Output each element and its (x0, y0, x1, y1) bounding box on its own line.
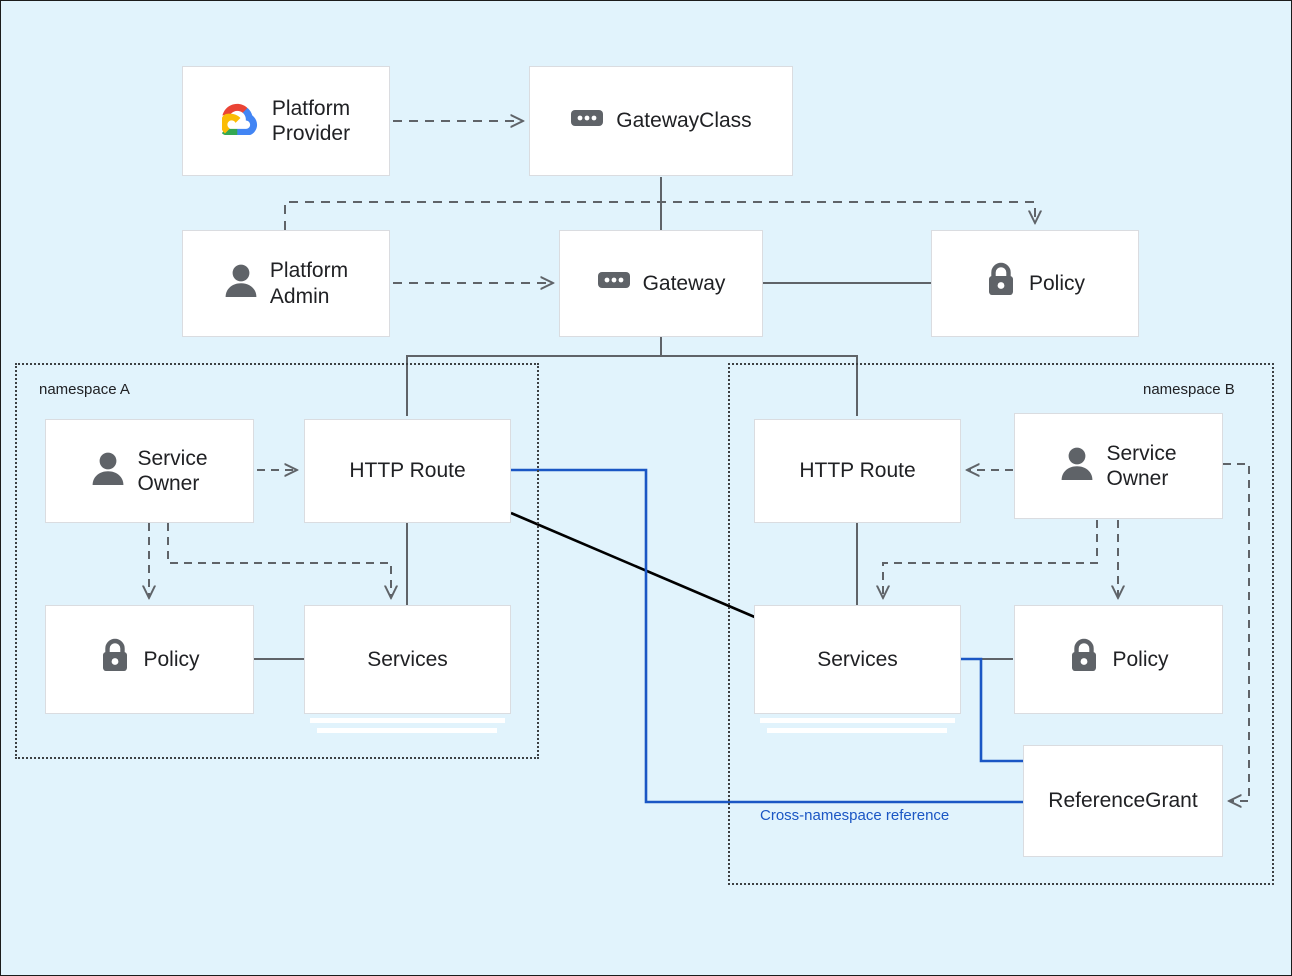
person-icon (224, 262, 258, 304)
node-label: Services (367, 647, 448, 671)
node-policy-top[interactable]: Policy (931, 230, 1139, 337)
person-icon (1060, 445, 1094, 487)
node-services-a[interactable]: Services (304, 605, 511, 714)
node-gateway-class[interactable]: GatewayClass (529, 66, 793, 176)
node-platform-provider[interactable]: Platform Provider (182, 66, 390, 176)
node-gateway[interactable]: Gateway (559, 230, 763, 337)
node-label: Policy (1028, 271, 1086, 295)
node-label: GatewayClass (616, 109, 752, 133)
node-label: Policy (143, 647, 200, 671)
services-a-stack-layer-1 (310, 718, 505, 723)
lock-icon (99, 637, 131, 681)
gateway-chip-icon (570, 106, 604, 136)
node-label: Gateway (642, 271, 726, 295)
node-policy-a[interactable]: Policy (45, 605, 254, 714)
wire-admin-to-policy-top (284, 201, 1035, 230)
node-label: Services (817, 647, 898, 671)
cross-namespace-reference-label: Cross-namespace reference (760, 807, 950, 824)
node-label: HTTP Route (349, 459, 466, 483)
node-service-owner-a[interactable]: Service Owner (45, 419, 254, 523)
node-label: Platform Admin (269, 259, 349, 308)
namespace-b-label: namespace B (1143, 381, 1235, 398)
wire-route-a-to-services-b-diagonal (510, 511, 758, 620)
node-label: HTTP Route (799, 459, 916, 483)
namespace-b-container (728, 363, 1274, 885)
node-services-b[interactable]: Services (754, 605, 961, 714)
node-policy-b[interactable]: Policy (1014, 605, 1223, 714)
person-icon (91, 450, 125, 492)
google-cloud-icon (220, 101, 260, 141)
node-http-route-a[interactable]: HTTP Route (304, 419, 511, 523)
node-reference-grant[interactable]: ReferenceGrant (1023, 745, 1223, 857)
node-http-route-b[interactable]: HTTP Route (754, 419, 961, 523)
node-label: Service Owner (1106, 441, 1177, 490)
node-service-owner-b[interactable]: Service Owner (1014, 413, 1223, 519)
gateway-chip-icon (597, 268, 631, 298)
services-a-stack-layer-2 (317, 728, 497, 733)
node-label: Platform Provider (271, 96, 351, 145)
namespace-a-label: namespace A (39, 381, 130, 398)
lock-icon (985, 261, 1017, 305)
services-b-stack-layer-1 (760, 718, 955, 723)
node-label: Service Owner (137, 446, 208, 495)
lock-icon (1068, 637, 1100, 681)
services-b-stack-layer-2 (767, 728, 947, 733)
node-label: Policy (1112, 647, 1169, 671)
namespace-a-container (15, 363, 539, 759)
node-platform-admin[interactable]: Platform Admin (182, 230, 390, 337)
node-label: ReferenceGrant (1048, 789, 1198, 813)
